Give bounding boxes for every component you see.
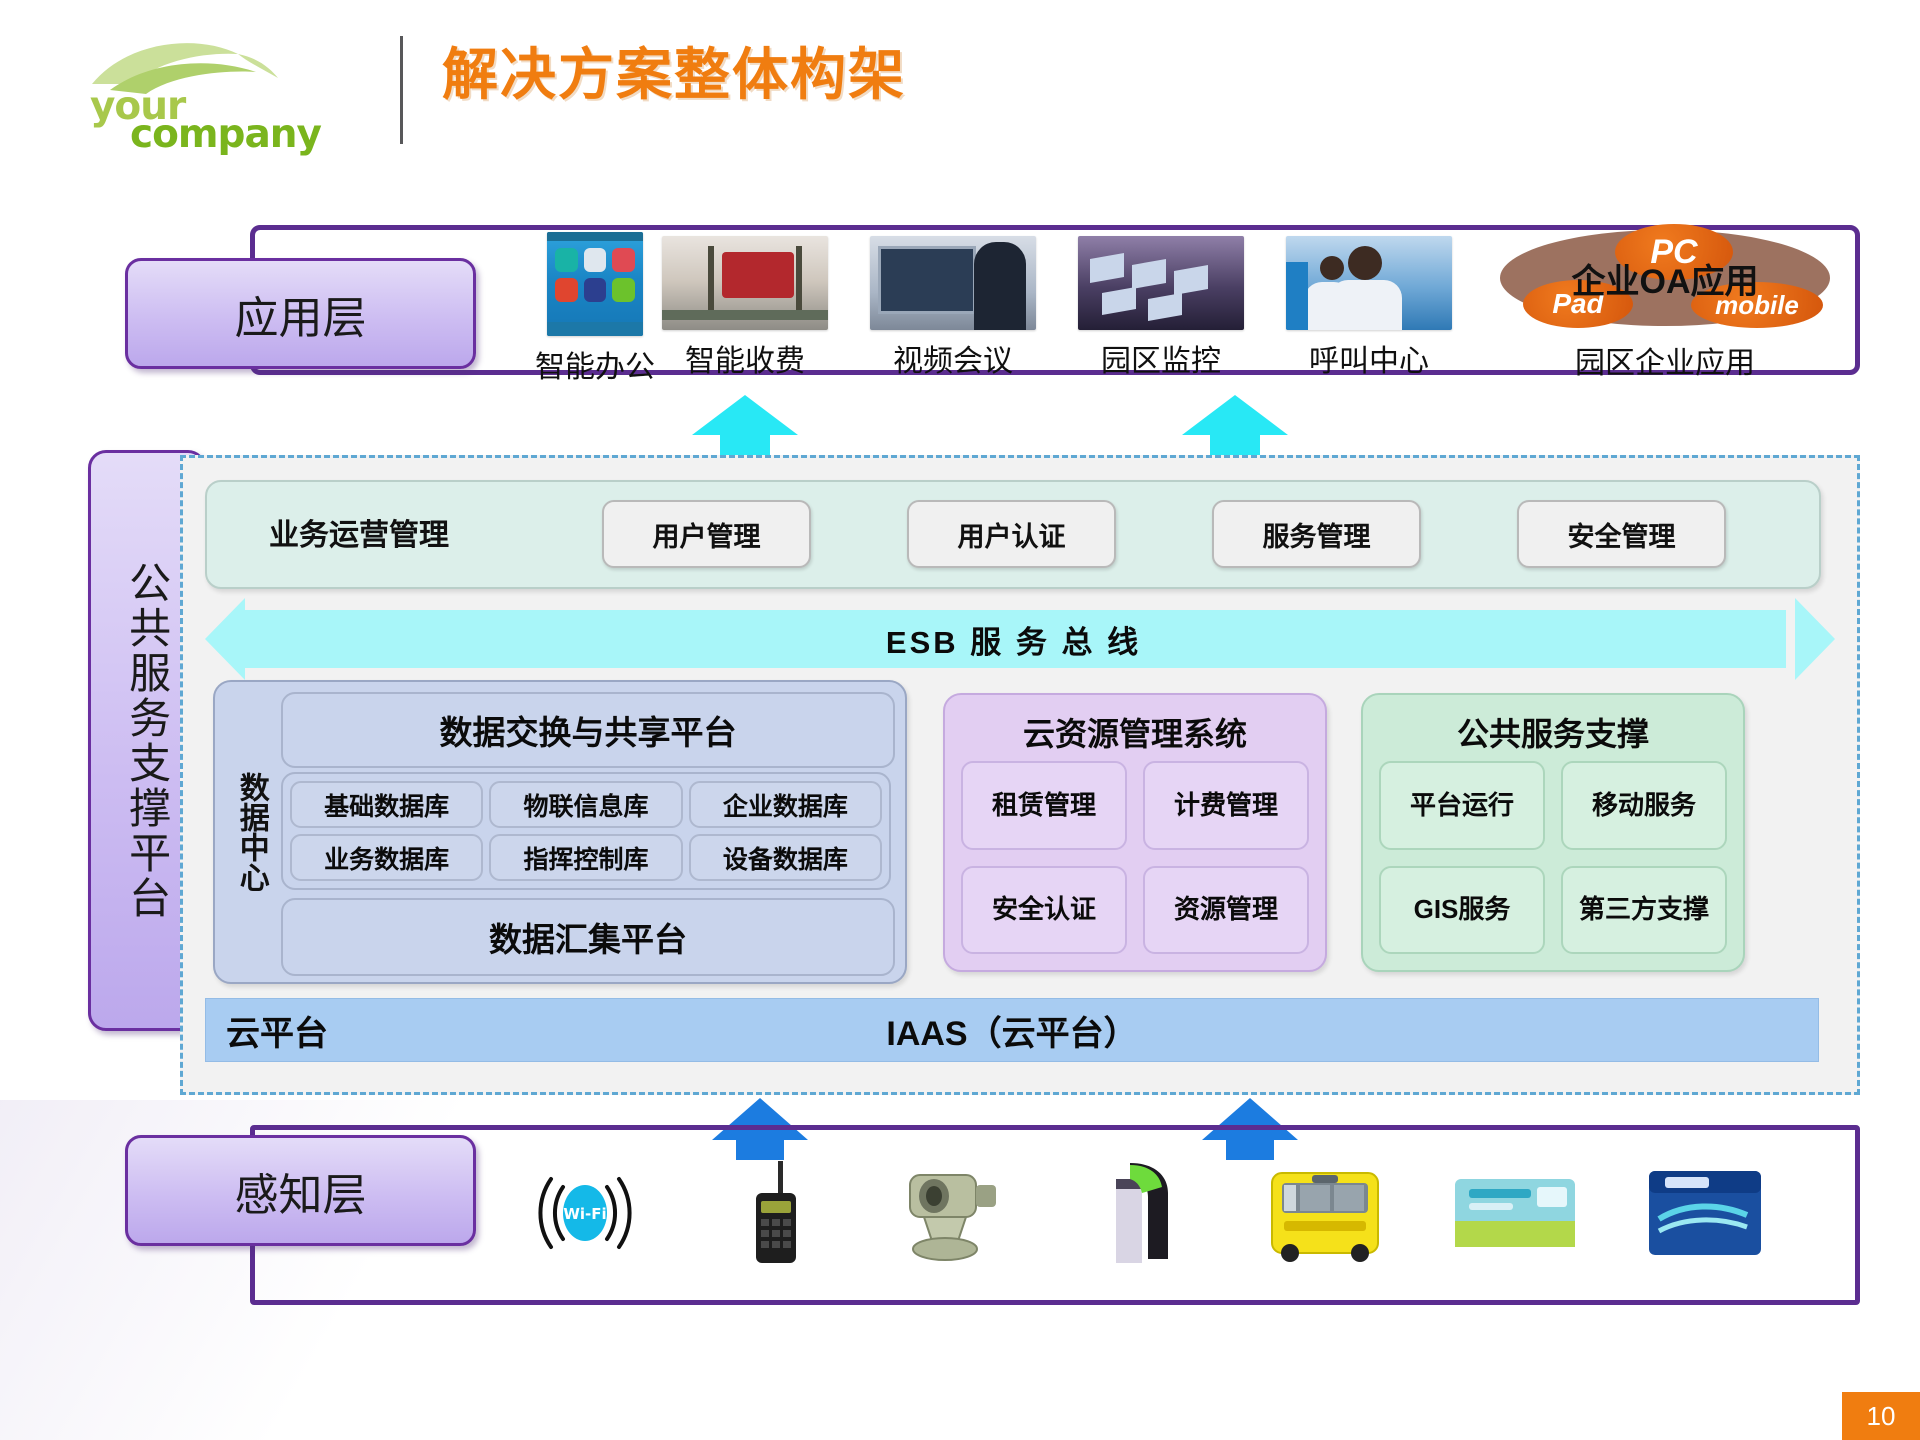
logo-text-top: your: [90, 84, 186, 129]
page-number: 10: [1842, 1392, 1920, 1440]
data-center-side-label: 数据中心: [225, 696, 277, 968]
pub-cell-gis-service[interactable]: GIS服务: [1379, 865, 1545, 954]
app-item-label: 智能收费: [685, 344, 805, 379]
db-basic[interactable]: 基础数据库: [290, 781, 484, 828]
oa-chip-mobile: mobile: [1691, 282, 1823, 328]
cloud-resource-grid: 租赁管理 计费管理 安全认证 资源管理: [961, 761, 1309, 954]
db-device[interactable]: 设备数据库: [688, 834, 882, 881]
iaas-left-label: 云平台: [226, 1014, 328, 1053]
ops-chip-security-management[interactable]: 安全管理: [1517, 500, 1726, 568]
cloud-cell-billing[interactable]: 计费管理: [1143, 761, 1309, 850]
app-item-smart-toll[interactable]: 智能收费: [645, 236, 845, 380]
oa-chip-pc: PC: [1615, 224, 1733, 280]
ops-chip-service-management[interactable]: 服务管理: [1212, 500, 1421, 568]
arrow-up-cyan-left: [692, 395, 798, 457]
esb-service-bus: ESB 服 务 总 线: [241, 610, 1786, 668]
db-business[interactable]: 业务数据库: [290, 834, 484, 881]
data-exchange-platform[interactable]: 数据交换与共享平台: [281, 692, 895, 768]
iaas-center-label: IAAS（云平台）: [886, 1014, 1138, 1053]
ic-card-blue-icon: [1649, 1171, 1761, 1255]
pub-cell-mobile-service[interactable]: 移动服务: [1561, 761, 1727, 850]
svg-text:Wi-Fi: Wi-Fi: [563, 1205, 606, 1223]
logo-swoosh-icon: [92, 43, 278, 94]
data-center-inner: 数据交换与共享平台 基础数据库 物联信息库 企业数据库 业务数据库 指挥控制库 …: [281, 692, 895, 976]
sense-item-ptz-camera[interactable]: [870, 1158, 1040, 1268]
esb-arrow-right: [1795, 598, 1835, 680]
toll-station-thumbnail: [662, 236, 828, 330]
logo-text-bottom: company: [130, 112, 322, 157]
application-items: 智能办公 智能收费 视频会议 园区监控: [505, 224, 1865, 385]
oa-caption: 企业OA应用: [1571, 263, 1759, 301]
app-item-label: 呼叫中心: [1309, 344, 1429, 379]
ops-chip-user-auth[interactable]: 用户认证: [907, 500, 1116, 568]
sense-layer-label-text: 感知层: [234, 1170, 367, 1220]
smartphone-apps-thumbnail: [547, 232, 643, 336]
application-layer-label: 应用层: [125, 258, 476, 369]
company-logo: your company: [88, 32, 338, 157]
video-conference-thumbnail: [870, 236, 1036, 330]
app-item-call-center[interactable]: 呼叫中心: [1269, 236, 1469, 380]
cloud-cell-security-auth[interactable]: 安全认证: [961, 865, 1127, 954]
app-item-park-surveillance[interactable]: 园区监控: [1061, 236, 1261, 380]
platform-layer-label-text: 公共服务支撑平台: [123, 560, 171, 921]
esb-arrow-left: [205, 598, 245, 680]
pub-cell-platform-ops[interactable]: 平台运行: [1379, 761, 1545, 850]
app-item-label: 园区监控: [1101, 344, 1221, 379]
db-command-control[interactable]: 指挥控制库: [489, 834, 683, 881]
iaas-bar: 云平台 IAAS（云平台）: [205, 998, 1819, 1062]
pub-cell-third-party[interactable]: 第三方支撑: [1561, 865, 1727, 954]
application-layer-label-text: 应用层: [234, 293, 367, 343]
sense-item-bus[interactable]: [1240, 1158, 1410, 1268]
arrow-up-cyan-right: [1182, 395, 1288, 457]
page-title: 解决方案整体构架: [442, 43, 906, 108]
sense-item-ic-card-blue[interactable]: [1620, 1158, 1790, 1268]
app-item-smart-office[interactable]: 智能办公: [505, 232, 685, 386]
bus-icon: [1271, 1172, 1379, 1262]
db-iot[interactable]: 物联信息库: [489, 781, 683, 828]
enterprise-oa-thumbnail: PC Pad mobile 企业OA应用: [1495, 224, 1835, 334]
app-item-label: 智能办公: [535, 350, 655, 385]
cloud-cell-resource-mgmt[interactable]: 资源管理: [1143, 865, 1309, 954]
data-center-box: 数据中心 数据交换与共享平台 基础数据库 物联信息库 企业数据库 业务数据库 指…: [213, 680, 907, 984]
public-service-title: 公共服务支撑: [1456, 716, 1649, 752]
public-service-platform: 业务运营管理 用户管理 用户认证 服务管理 安全管理 ESB 服 务 总 线 数…: [180, 455, 1860, 1095]
sense-items: Wi-Fi: [500, 1158, 1860, 1278]
cloud-cell-lease[interactable]: 租赁管理: [961, 761, 1127, 850]
call-center-thumbnail: [1286, 236, 1452, 330]
public-service-panel: 公共服务支撑 平台运行 移动服务 GIS服务 第三方支撑: [1361, 693, 1745, 972]
cloud-resource-title: 云资源管理系统: [1022, 716, 1247, 752]
wifi-icon: Wi-Fi: [538, 1177, 632, 1249]
sense-layer-label: 感知层: [125, 1135, 476, 1246]
business-operations-title: 业务运营管理: [269, 519, 449, 552]
app-item-video-conference[interactable]: 视频会议: [853, 236, 1053, 380]
app-item-label: 园区企业应用: [1575, 346, 1755, 381]
ops-chip-user-management[interactable]: 用户管理: [602, 500, 811, 568]
ptz-camera-icon: [909, 1174, 996, 1261]
control-room-thumbnail: [1078, 236, 1244, 330]
sense-item-ic-card-green[interactable]: [1430, 1158, 1600, 1268]
access-terminal-icon: [1116, 1163, 1168, 1263]
sense-item-access-terminal[interactable]: [1060, 1158, 1230, 1268]
oa-chip-pad: Pad: [1523, 280, 1633, 328]
walkie-talkie-icon: [756, 1161, 796, 1263]
data-center-side-label-text: 数据中心: [234, 772, 268, 892]
header-divider: [400, 36, 403, 144]
cloud-resource-panel: 云资源管理系统 租赁管理 计费管理 安全认证 资源管理: [943, 693, 1327, 972]
ic-card-green-icon: [1455, 1179, 1575, 1247]
sense-item-wifi[interactable]: Wi-Fi: [500, 1158, 670, 1268]
app-item-enterprise-apps[interactable]: PC Pad mobile 企业OA应用 园区企业应用: [1465, 224, 1865, 382]
database-grid: 基础数据库 物联信息库 企业数据库 业务数据库 指挥控制库 设备数据库: [281, 772, 891, 890]
sense-item-walkie-talkie[interactable]: [690, 1158, 860, 1268]
business-operations-band: 业务运营管理 用户管理 用户认证 服务管理 安全管理: [205, 480, 1821, 589]
data-aggregation-platform[interactable]: 数据汇集平台: [281, 898, 895, 976]
db-enterprise[interactable]: 企业数据库: [688, 781, 882, 828]
app-item-label: 视频会议: [893, 344, 1013, 379]
public-service-grid: 平台运行 移动服务 GIS服务 第三方支撑: [1379, 761, 1727, 954]
page-header: your company 解决方案整体构架: [0, 0, 1920, 175]
